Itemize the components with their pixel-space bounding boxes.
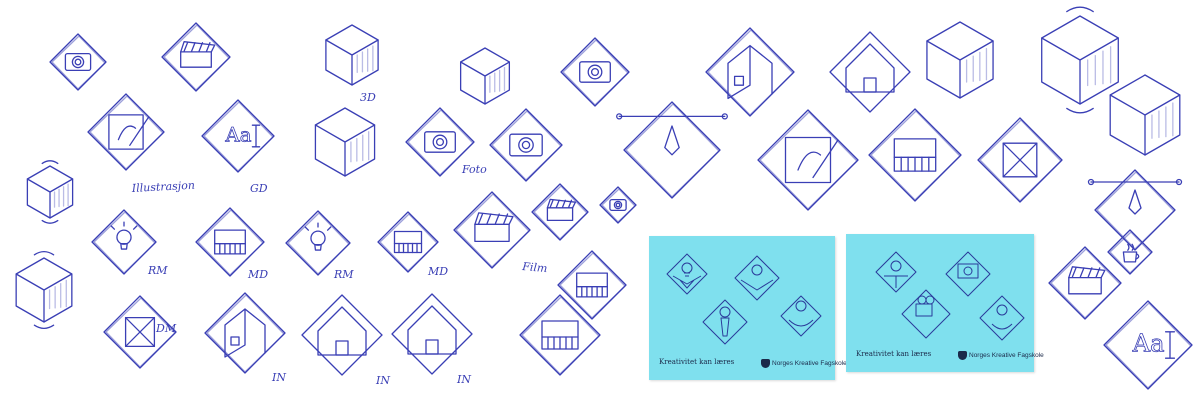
label-film: Film bbox=[521, 260, 548, 275]
icon-movie-camera bbox=[49, 33, 107, 91]
label-in-1: IN bbox=[271, 371, 286, 384]
label-md-2: MD bbox=[427, 265, 448, 278]
icon-cube-3d-3 bbox=[1109, 74, 1181, 156]
icon-md-screen bbox=[519, 294, 601, 376]
note-2-logo-icon bbox=[958, 351, 967, 360]
icon-house-in-2 bbox=[301, 294, 383, 376]
label-dm: DM bbox=[155, 322, 177, 335]
label-md-1: MD bbox=[247, 268, 268, 281]
sticky-note-2-sketch bbox=[875, 251, 1025, 341]
icon-house-in-3 bbox=[391, 293, 473, 375]
icon-clapper-film bbox=[453, 191, 531, 269]
icon-rotate-3d bbox=[1041, 6, 1119, 114]
icon-pen-tool bbox=[1087, 169, 1183, 251]
sticky-note-2: Kreativitet kan læres Norges Kreative Fa… bbox=[846, 234, 1044, 372]
icon-film-strip bbox=[531, 183, 589, 241]
svg-text:Aa: Aa bbox=[1132, 330, 1165, 358]
icon-foto-camera-1 bbox=[405, 107, 475, 177]
note-2-logo-text: Norges Kreative Fagskole bbox=[969, 352, 1044, 359]
label-rm-2: RM bbox=[333, 268, 354, 281]
label-gd: GD bbox=[250, 182, 268, 195]
icon-illustration-pad bbox=[87, 93, 165, 171]
icon-piano-md-1 bbox=[195, 207, 265, 277]
icon-book-aa: Aa bbox=[1103, 300, 1193, 390]
icon-cube-3d-2 bbox=[926, 21, 994, 99]
icon-clapperboard bbox=[161, 22, 231, 92]
icon-camera-top bbox=[560, 37, 630, 107]
label-in-2: IN bbox=[375, 374, 390, 387]
icon-room-1 bbox=[705, 27, 795, 117]
icon-laptop-pencil bbox=[757, 109, 859, 211]
icon-music-piano bbox=[557, 250, 627, 320]
sticky-note-1-sketch bbox=[666, 253, 822, 345]
icon-cube-small bbox=[459, 47, 511, 105]
icon-design-frame bbox=[103, 295, 177, 369]
note-1-logo-icon bbox=[761, 359, 770, 368]
icon-foto-camera-2 bbox=[489, 108, 563, 182]
svg-text:Aa: Aa bbox=[224, 123, 251, 146]
icon-house-top bbox=[829, 31, 911, 113]
label-illustrasjon: Illustrasjon bbox=[130, 179, 195, 195]
note-1-logo-text: Norges Kreative Fagskole bbox=[772, 360, 847, 367]
label-3d: 3D bbox=[360, 91, 376, 104]
icon-window-sketch bbox=[868, 108, 962, 202]
note-2-caption: Kreativitet kan læres bbox=[856, 350, 932, 358]
icon-3d-cube-1 bbox=[325, 24, 379, 86]
label-in-3: IN bbox=[456, 373, 471, 386]
icon-bulb-2 bbox=[285, 210, 351, 276]
icon-gd-text: Aa bbox=[201, 99, 275, 173]
icon-mug bbox=[1107, 229, 1153, 275]
label-rm-1: RM bbox=[147, 264, 168, 277]
icon-bezier-frame bbox=[977, 117, 1063, 203]
icon-bulb-1 bbox=[91, 209, 157, 275]
icon-piano-md-2 bbox=[377, 211, 439, 273]
label-foto: Foto bbox=[461, 163, 487, 176]
icon-room-in-1 bbox=[204, 292, 286, 374]
icon-design-screen bbox=[616, 101, 728, 199]
note-1-caption: Kreativitet kan læres bbox=[659, 358, 735, 366]
icon-film-reel bbox=[1048, 246, 1122, 320]
sticky-note-1: Kreativitet kan læres Norges Kreative Fa… bbox=[649, 236, 847, 380]
icon-3d-cube-2 bbox=[314, 107, 376, 177]
icon-rotate-cube-2 bbox=[15, 250, 73, 330]
icon-rotate-cube-1 bbox=[26, 160, 74, 224]
icon-movie-camera-2 bbox=[599, 186, 637, 224]
